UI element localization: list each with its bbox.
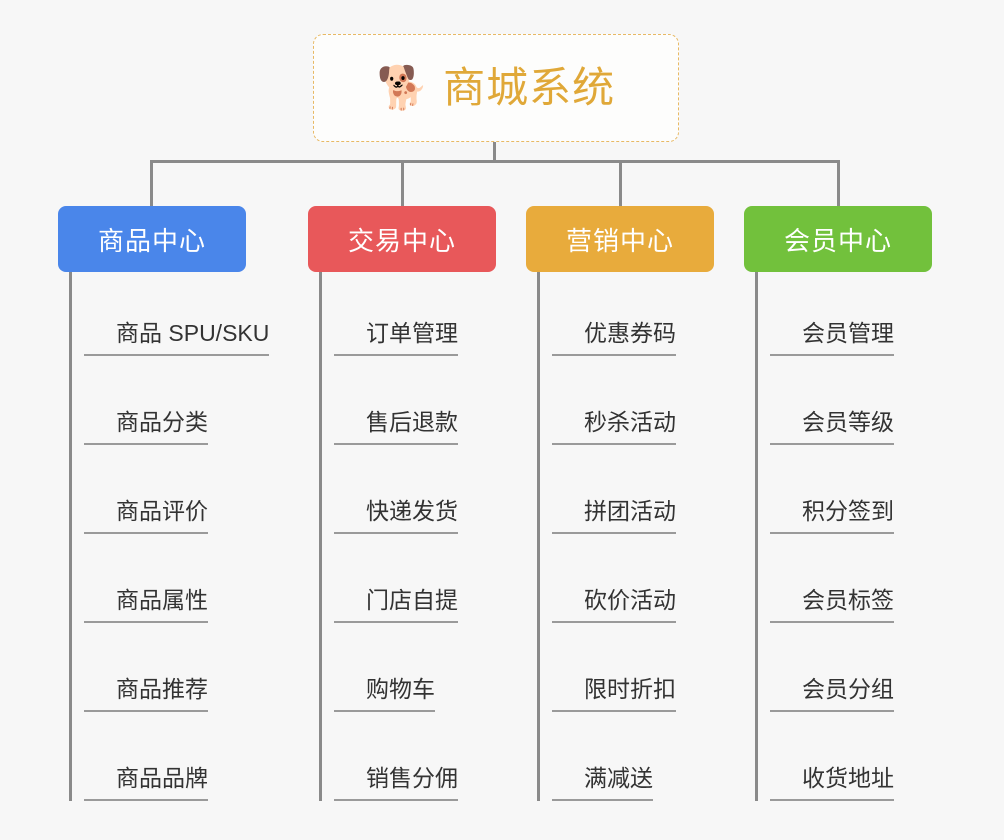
list-item[interactable]: 购物车 xyxy=(334,623,435,712)
column-marketing-center: 营销中心 优惠券码 秒杀活动 拼团活动 砍价活动 限时折扣 满减送 xyxy=(526,206,744,801)
list-item[interactable]: 拼团活动 xyxy=(552,445,676,534)
list-item[interactable]: 售后退款 xyxy=(334,356,458,445)
leaf-list-member-center: 会员管理 会员等级 积分签到 会员标签 会员分组 收货地址 xyxy=(755,272,894,801)
list-item[interactable]: 会员分组 xyxy=(770,623,894,712)
category-header-marketing-center[interactable]: 营销中心 xyxy=(526,206,714,272)
list-item[interactable]: 商品 SPU/SKU xyxy=(84,272,270,356)
list-item[interactable]: 砍价活动 xyxy=(552,534,676,623)
connector-horizontal-bus xyxy=(150,160,838,163)
list-item[interactable]: 订单管理 xyxy=(334,272,458,356)
list-item[interactable]: 商品推荐 xyxy=(84,623,208,712)
leaf-list-trade-center: 订单管理 售后退款 快递发货 门店自提 购物车 销售分佣 xyxy=(319,272,458,801)
column-member-center: 会员中心 会员管理 会员等级 积分签到 会员标签 会员分组 收货地址 xyxy=(744,206,962,801)
list-item[interactable]: 会员管理 xyxy=(770,272,894,356)
list-item[interactable]: 销售分佣 xyxy=(334,712,458,801)
list-item[interactable]: 会员标签 xyxy=(770,534,894,623)
list-item[interactable]: 秒杀活动 xyxy=(552,356,676,445)
list-item[interactable]: 快递发货 xyxy=(334,445,458,534)
column-trade-center: 交易中心 订单管理 售后退款 快递发货 门店自提 购物车 销售分佣 xyxy=(308,206,526,801)
connector-root-stem xyxy=(493,142,496,162)
category-header-member-center[interactable]: 会员中心 xyxy=(744,206,932,272)
columns-container: 商品中心 商品 SPU/SKU 商品分类 商品评价 商品属性 商品推荐 商品品牌… xyxy=(0,206,1004,801)
root-title: 商城系统 xyxy=(443,64,616,111)
list-item[interactable]: 商品属性 xyxy=(84,534,208,623)
leaf-list-product-center: 商品 SPU/SKU 商品分类 商品评价 商品属性 商品推荐 商品品牌 xyxy=(69,272,270,801)
leaf-list-marketing-center: 优惠券码 秒杀活动 拼团活动 砍价活动 限时折扣 满减送 xyxy=(537,272,676,801)
connector-drop-4 xyxy=(837,160,840,206)
list-item[interactable]: 优惠券码 xyxy=(552,272,676,356)
shiba-dog-icon: 🐕 xyxy=(376,64,430,111)
list-item[interactable]: 门店自提 xyxy=(334,534,458,623)
category-header-product-center[interactable]: 商品中心 xyxy=(58,206,246,272)
list-item[interactable]: 积分签到 xyxy=(770,445,894,534)
category-header-trade-center[interactable]: 交易中心 xyxy=(308,206,496,272)
root-node[interactable]: 🐕 商城系统 xyxy=(313,34,679,142)
list-item[interactable]: 限时折扣 xyxy=(552,623,676,712)
connector-drop-1 xyxy=(150,160,153,206)
list-item[interactable]: 会员等级 xyxy=(770,356,894,445)
connector-drop-3 xyxy=(619,160,622,206)
list-item[interactable]: 商品分类 xyxy=(84,356,208,445)
column-product-center: 商品中心 商品 SPU/SKU 商品分类 商品评价 商品属性 商品推荐 商品品牌 xyxy=(58,206,308,801)
list-item[interactable]: 商品品牌 xyxy=(84,712,208,801)
list-item[interactable]: 满减送 xyxy=(552,712,653,801)
list-item[interactable]: 收货地址 xyxy=(770,712,894,801)
connector-drop-2 xyxy=(401,160,404,206)
list-item[interactable]: 商品评价 xyxy=(84,445,208,534)
